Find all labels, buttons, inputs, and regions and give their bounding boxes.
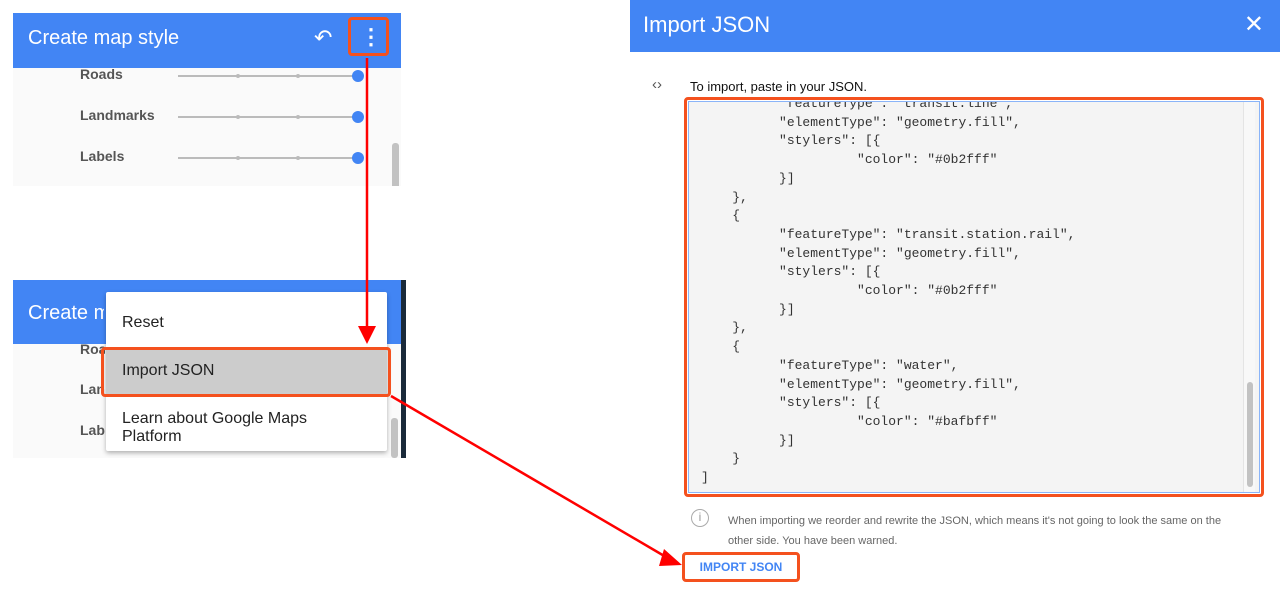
import-json-button[interactable]: IMPORT JSON xyxy=(682,552,800,582)
json-textarea[interactable]: "featureType": "transit.line", "elementT… xyxy=(688,101,1260,493)
json-line: "color": "#0b2fff" xyxy=(701,152,998,168)
menu-item-learn[interactable]: Learn about Google Maps Platform xyxy=(122,410,308,445)
json-line: ] xyxy=(701,470,709,486)
code-icon: ‹› xyxy=(652,76,662,93)
menu-item-import-json[interactable]: Import JSON xyxy=(106,348,387,396)
menu-item-reset[interactable]: Reset xyxy=(122,314,164,331)
scrollbar[interactable] xyxy=(391,418,398,458)
dialog-header: Import JSON ✕ xyxy=(630,0,1280,52)
undo-icon[interactable]: ↶ xyxy=(314,25,333,50)
json-line: "featureType": "transit.line", xyxy=(701,101,1014,111)
highlight-more-button xyxy=(348,17,389,56)
panel-title: Create map style xyxy=(28,27,180,49)
json-line: "featureType": "transit.station.rail", xyxy=(701,226,1076,242)
json-line: "color": "#0b2fff" xyxy=(701,283,998,299)
overflow-menu: Reset Import JSON Learn about Google Map… xyxy=(106,292,387,451)
json-line: "elementType": "geometry.fill", xyxy=(701,114,1021,130)
json-line: }] xyxy=(701,301,795,317)
highlight-import-menu-item xyxy=(101,347,391,397)
json-line: "color": "#bafbff" xyxy=(701,413,998,429)
roads-slider[interactable] xyxy=(178,70,364,82)
landmarks-slider[interactable] xyxy=(178,111,364,123)
labels-slider[interactable] xyxy=(178,152,364,164)
json-line: "stylers": [{ xyxy=(701,264,881,280)
slider-knob[interactable] xyxy=(352,111,364,123)
json-line: "elementType": "geometry.fill", xyxy=(701,376,1021,392)
json-line: "featureType": "water", xyxy=(701,357,959,373)
textarea-scrollbar[interactable] xyxy=(1243,102,1255,492)
slider-label-labels: Labels xyxy=(80,148,125,164)
json-line: }] xyxy=(701,170,795,186)
arrow-to-import-button xyxy=(390,394,682,566)
scrollbar[interactable] xyxy=(392,143,399,186)
warning-text: When importing we reorder and rewrite th… xyxy=(728,515,1222,547)
dialog-title: Import JSON xyxy=(643,12,771,37)
close-icon[interactable]: ✕ xyxy=(1243,11,1264,38)
json-line: { xyxy=(701,208,741,224)
slider-label-landmarks: Landmarks xyxy=(80,107,155,123)
more-vert-icon[interactable]: ⋮ xyxy=(360,24,382,49)
slider-knob[interactable] xyxy=(352,70,364,82)
json-line: }] xyxy=(701,432,795,448)
row-label: Landmarks xyxy=(80,381,105,397)
arrow-down xyxy=(358,58,376,344)
map-edge xyxy=(401,280,406,458)
json-line: }, xyxy=(701,320,748,336)
map-style-panel-top: Roads Landmarks Labels Create map style … xyxy=(13,13,401,186)
highlight-textarea xyxy=(684,97,1264,497)
json-line: } xyxy=(701,451,741,467)
row-label: Roads xyxy=(80,341,105,357)
json-line: "stylers": [{ xyxy=(701,395,881,411)
slider-label-roads: Roads xyxy=(80,66,123,82)
slider-knob[interactable] xyxy=(352,152,364,164)
panel-header: Create map style ↶ ⋮ xyxy=(13,13,401,68)
json-line: { xyxy=(701,339,741,355)
row-label: Labels xyxy=(80,422,105,438)
json-line: "stylers": [{ xyxy=(701,133,881,149)
info-icon: i xyxy=(691,509,709,527)
panel-title: Create map style xyxy=(28,302,104,324)
instruction-text: To import, paste in your JSON. xyxy=(690,79,868,94)
json-content: "featureType": "transit.line", "elementT… xyxy=(701,101,1076,488)
import-json-dialog: Import JSON ✕ ‹› To import, paste in you… xyxy=(630,0,1280,597)
json-line: }, xyxy=(701,189,748,205)
json-line: "elementType": "geometry.fill", xyxy=(701,245,1021,261)
